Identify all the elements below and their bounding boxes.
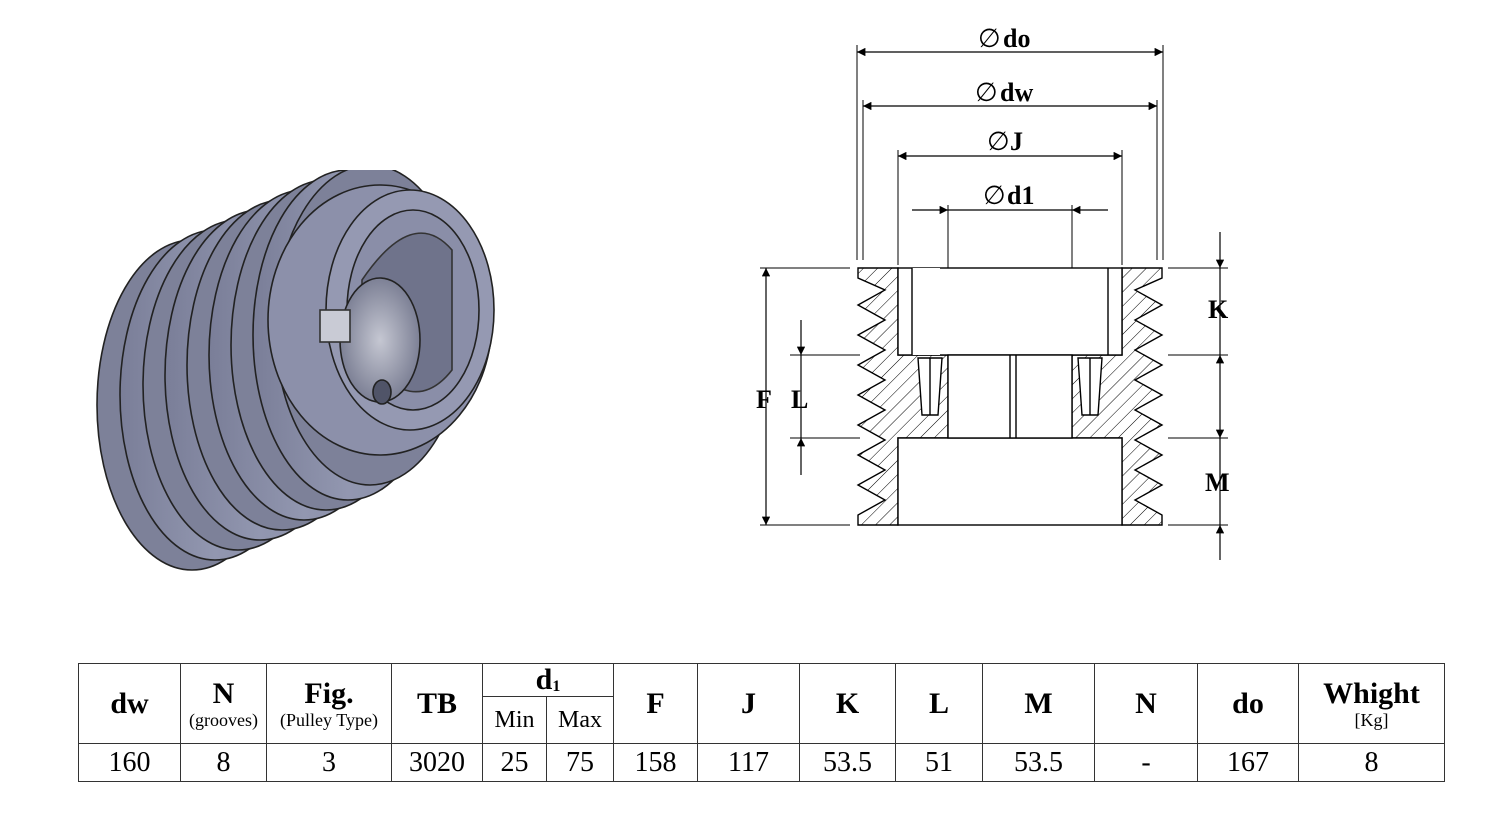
header-n-grooves: N(grooves) bbox=[180, 663, 267, 744]
cross-section-drawing: ∅ do ∅ dw ∅ J ∅ d1 F L K M bbox=[756, 24, 1230, 560]
header-row: dw N(grooves) Fig.(Pulley Type) TB d1 F … bbox=[78, 663, 1445, 744]
cell-n-grooves: 8 bbox=[180, 743, 267, 782]
label-d1: d1 bbox=[1007, 181, 1034, 210]
label-j: J bbox=[1010, 127, 1023, 156]
header-dw: dw bbox=[78, 663, 181, 744]
header-weight: Whight[Kg] bbox=[1298, 663, 1445, 744]
cell-max: 75 bbox=[546, 743, 614, 782]
label-dw: dw bbox=[1000, 78, 1033, 107]
label-do: do bbox=[1003, 24, 1030, 53]
header-tb: TB bbox=[391, 663, 483, 744]
pulley-face bbox=[319, 189, 495, 431]
cell-j: 117 bbox=[697, 743, 800, 782]
cell-k: 53.5 bbox=[799, 743, 896, 782]
diameter-symbol-d1: ∅ bbox=[983, 181, 1006, 211]
spec-table: dw N(grooves) Fig.(Pulley Type) TB d1 F … bbox=[78, 663, 1445, 782]
pulley-3d-render bbox=[96, 170, 495, 571]
cell-weight: 8 bbox=[1298, 743, 1445, 782]
label-k: K bbox=[1208, 295, 1229, 324]
label-f: F bbox=[756, 385, 772, 414]
cell-do: 167 bbox=[1197, 743, 1299, 782]
header-fig: Fig.(Pulley Type) bbox=[266, 663, 392, 744]
dimension-lines bbox=[761, 47, 1225, 560]
label-m: M bbox=[1205, 468, 1230, 497]
label-l: L bbox=[791, 385, 808, 414]
header-min: Min bbox=[482, 696, 547, 744]
header-f: F bbox=[613, 663, 698, 744]
header-l: L bbox=[895, 663, 983, 744]
dimension-labels: ∅ do ∅ dw ∅ J ∅ d1 F L K M bbox=[756, 24, 1230, 497]
table-row: 160 8 3 3020 25 75 158 117 53.5 51 53.5 … bbox=[78, 743, 1445, 782]
cell-tb: 3020 bbox=[391, 743, 483, 782]
cell-f: 158 bbox=[613, 743, 698, 782]
header-k: K bbox=[799, 663, 896, 744]
diameter-symbol-j: ∅ bbox=[987, 127, 1010, 157]
cell-l: 51 bbox=[895, 743, 983, 782]
header-subrow: Min Max bbox=[79, 696, 1445, 744]
cell-dw: 160 bbox=[78, 743, 181, 782]
cell-min: 25 bbox=[482, 743, 547, 782]
cell-n: - bbox=[1094, 743, 1198, 782]
header-n: N bbox=[1094, 663, 1198, 744]
diameter-symbol-do: ∅ bbox=[978, 24, 1001, 54]
header-do: do bbox=[1197, 663, 1299, 744]
header-j: J bbox=[697, 663, 800, 744]
header-d1: d1 bbox=[482, 663, 614, 697]
header-m: M bbox=[982, 663, 1095, 744]
header-max: Max bbox=[546, 696, 614, 744]
cell-m: 53.5 bbox=[982, 743, 1095, 782]
pulley-section bbox=[856, 267, 1164, 526]
cell-fig: 3 bbox=[266, 743, 392, 782]
diameter-symbol-dw: ∅ bbox=[975, 78, 998, 108]
